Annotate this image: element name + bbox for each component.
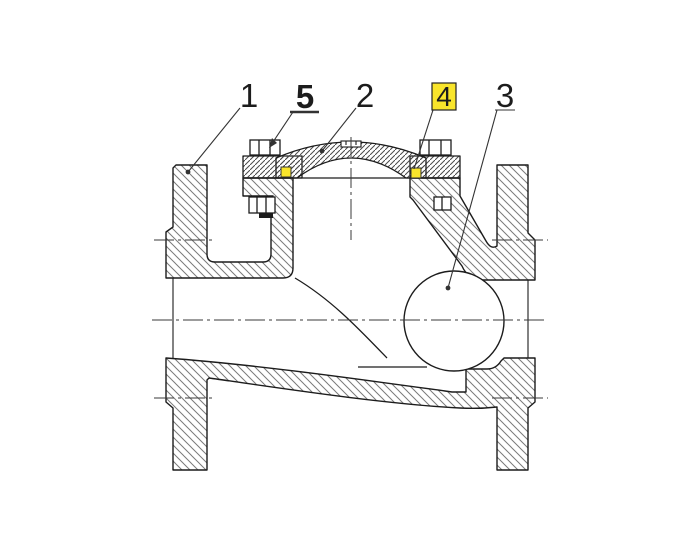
leader-arrowhead-5 [269, 138, 277, 148]
flow-passage-curve [294, 277, 388, 359]
callout-4-highlight-box [431, 82, 457, 111]
nut-thread-stub [259, 213, 273, 218]
body-right-flange-and-strut [409, 164, 536, 281]
leader-dot-1 [185, 169, 191, 175]
callout-3: 3 [496, 77, 514, 114]
callout-2: 2 [356, 77, 374, 114]
callout-5: 5 [296, 78, 314, 115]
callout-1: 1 [240, 77, 258, 114]
callout-4: 4 [436, 81, 452, 112]
leader-dot-3 [445, 285, 451, 291]
hex-nut-left [248, 196, 276, 214]
body-bottom-shell [165, 357, 536, 471]
leader-line-4 [413, 109, 434, 170]
leader-line-3 [447, 109, 498, 289]
valve-ball [403, 270, 505, 372]
hex-bolt-right [419, 139, 452, 156]
gasket-marker-left [280, 166, 292, 178]
gasket-marker-right [410, 167, 422, 179]
body-left-flange-and-neck [165, 164, 294, 279]
leader-line-2 [321, 107, 357, 152]
leader-dot-2 [319, 148, 325, 154]
leader-line-5 [270, 111, 294, 146]
leader-line-1 [187, 107, 241, 173]
